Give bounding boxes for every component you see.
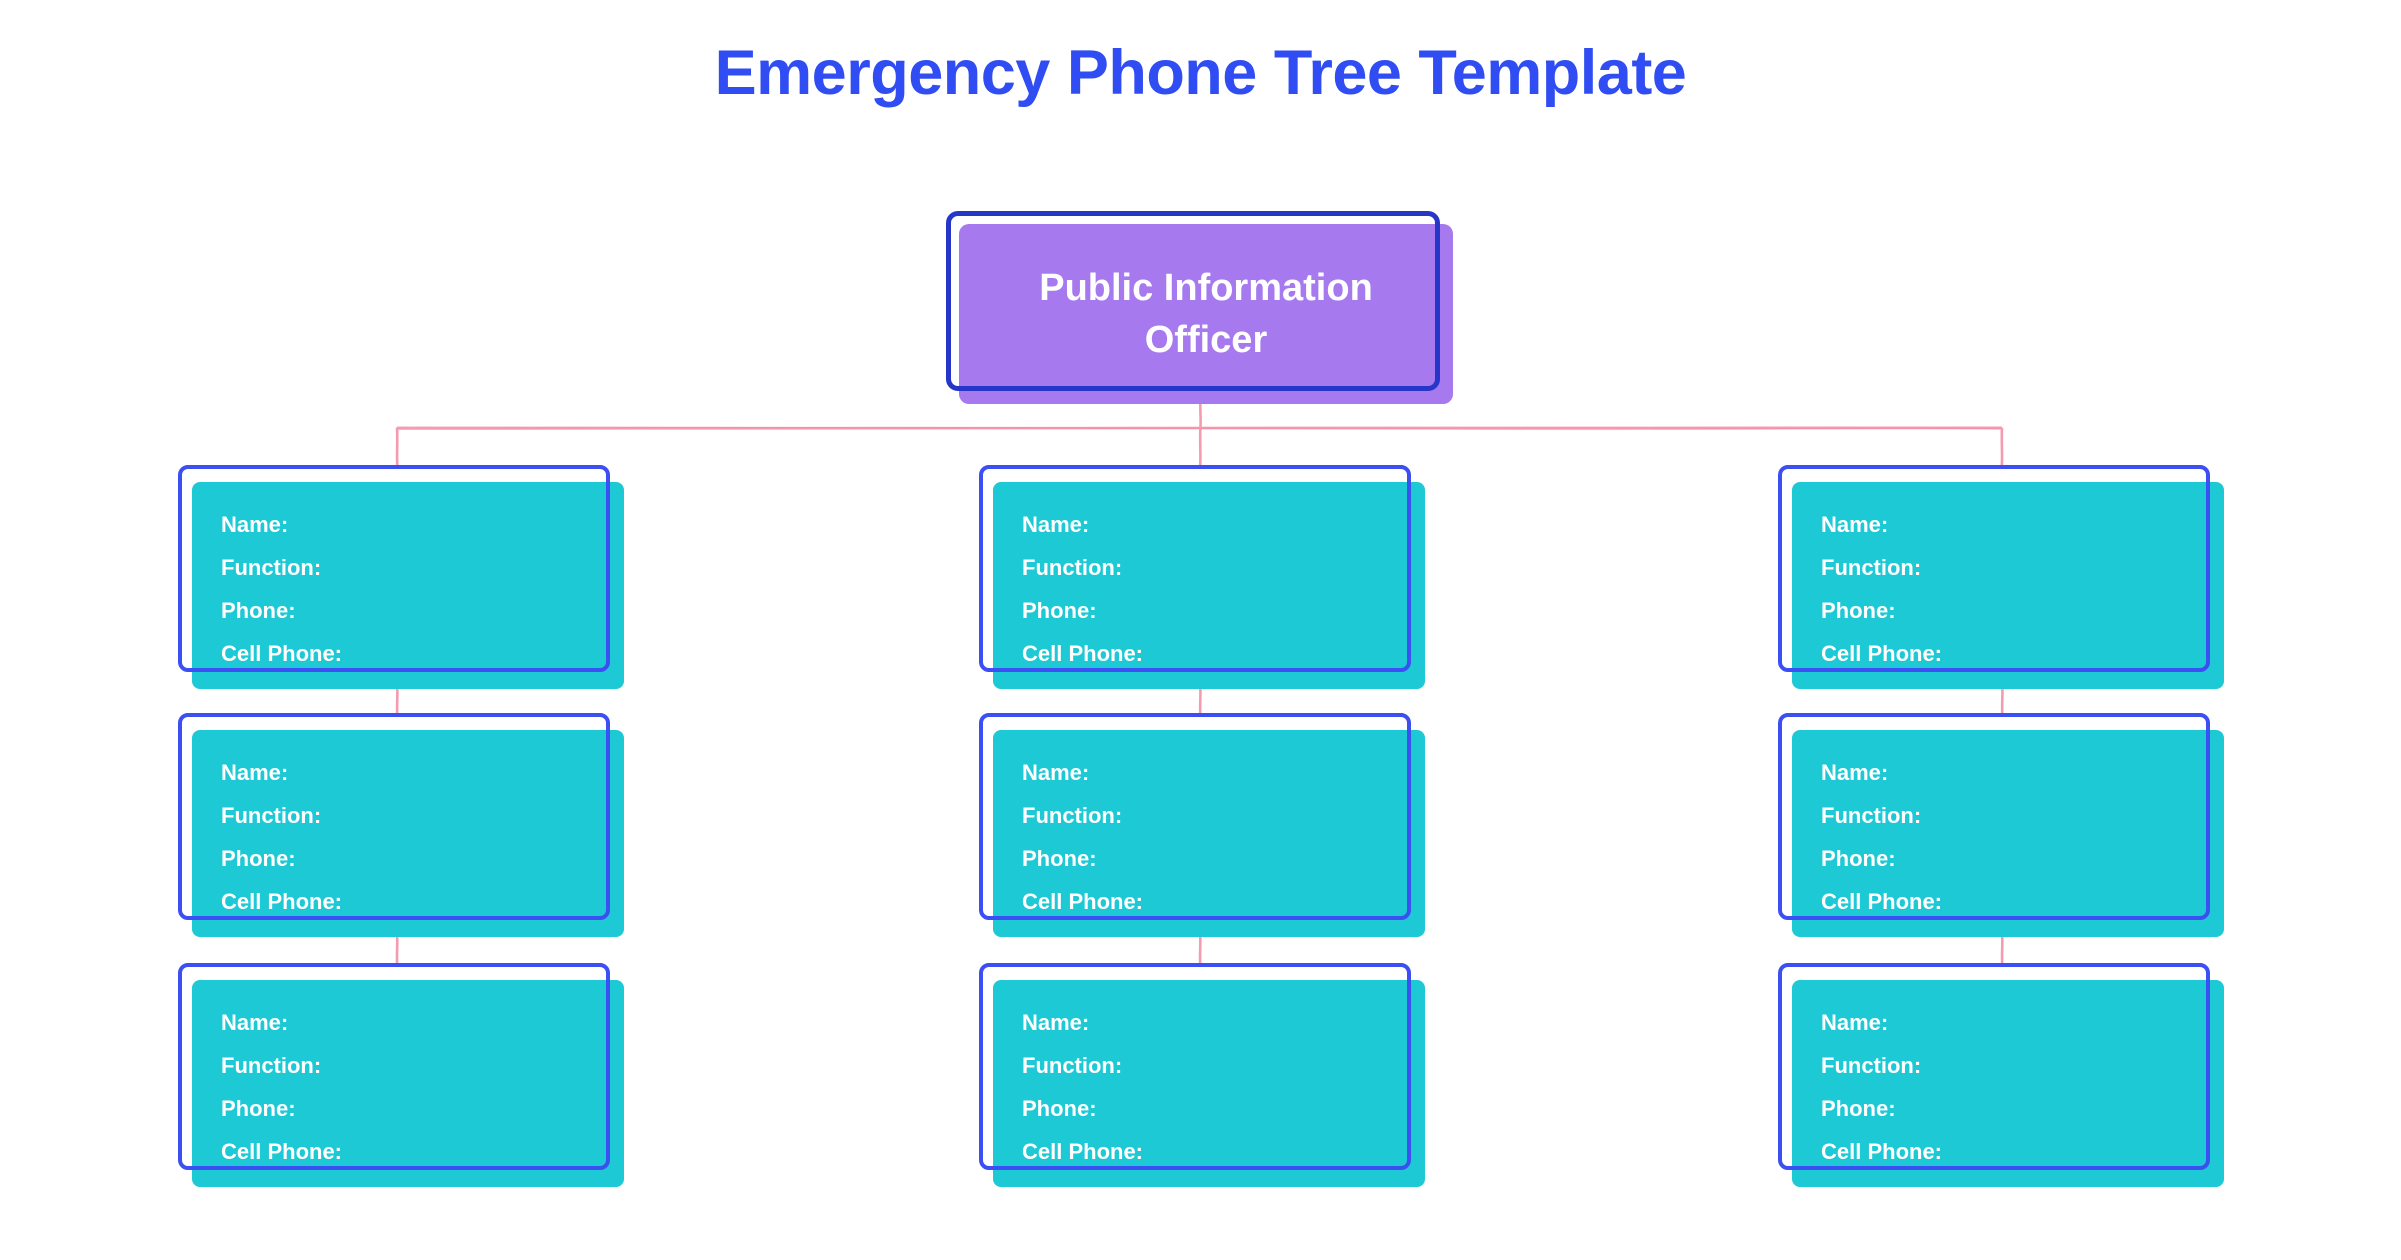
phone-field-label: Phone: <box>1022 1096 1097 1121</box>
name-field-label: Name: <box>1821 512 1889 537</box>
phone-tree-box-body[interactable]: Name: Function: Phone: Cell Phone: <box>1792 980 2224 1187</box>
phone-tree-box-col2-row3[interactable]: Name: Function: Phone: Cell Phone: <box>979 963 1425 1187</box>
name-field-label: Name: <box>1022 760 1090 785</box>
name-field-label: Name: <box>1821 760 1889 785</box>
phone-field-label: Phone: <box>221 1096 296 1121</box>
cell-phone-field-label: Cell Phone: <box>1022 641 1144 666</box>
page-title: Emergency Phone Tree Template <box>714 38 1687 108</box>
phone-tree-box-col3-row1[interactable]: Name: Function: Phone: Cell Phone: <box>1778 465 2224 689</box>
root-node-public-information-officer[interactable]: Public Information Officer <box>946 211 1458 409</box>
cell-phone-field-label: Cell Phone: <box>221 889 343 914</box>
phone-tree-box-body[interactable]: Name: Function: Phone: Cell Phone: <box>993 980 1425 1187</box>
phone-field-label: Phone: <box>1022 846 1097 871</box>
phone-tree-box-col3-row3[interactable]: Name: Function: Phone: Cell Phone: <box>1778 963 2224 1187</box>
phone-tree-box-col2-row2[interactable]: Name: Function: Phone: Cell Phone: <box>979 713 1425 937</box>
function-field-label: Function: <box>221 803 322 828</box>
name-field-label: Name: <box>1022 1010 1090 1035</box>
name-field-label: Name: <box>221 512 289 537</box>
connector-bus-rough <box>396 426 2003 431</box>
phone-tree-box-body[interactable]: Name: Function: Phone: Cell Phone: <box>1792 482 2224 689</box>
name-field-label: Name: <box>1821 1010 1889 1035</box>
cell-phone-field-label: Cell Phone: <box>1022 889 1144 914</box>
function-field-label: Function: <box>221 1053 322 1078</box>
name-field-label: Name: <box>221 760 289 785</box>
function-field-label: Function: <box>1022 1053 1123 1078</box>
phone-tree-box-body[interactable]: Name: Function: Phone: Cell Phone: <box>1792 730 2224 937</box>
phone-tree-box-body[interactable]: Name: Function: Phone: Cell Phone: <box>993 482 1425 689</box>
root-node-label: Public Information Officer <box>1039 267 1373 361</box>
name-field-label: Name: <box>221 1010 289 1035</box>
phone-tree-box-col2-row1[interactable]: Name: Function: Phone: Cell Phone: <box>979 465 1425 689</box>
function-field-label: Function: <box>221 555 322 580</box>
cell-phone-field-label: Cell Phone: <box>1022 1139 1144 1164</box>
phone-tree-box-col1-row2[interactable]: Name: Function: Phone: Cell Phone: <box>178 713 624 937</box>
root-node-body[interactable]: Public Information Officer <box>959 224 1453 404</box>
phone-field-label: Phone: <box>221 598 296 623</box>
phone-field-label: Phone: <box>1821 846 1896 871</box>
function-field-label: Function: <box>1022 803 1123 828</box>
phone-tree-box-body[interactable]: Name: Function: Phone: Cell Phone: <box>192 980 624 1187</box>
cell-phone-field-label: Cell Phone: <box>221 641 343 666</box>
phone-tree-box-col1-row3[interactable]: Name: Function: Phone: Cell Phone: <box>178 963 624 1187</box>
cell-phone-field-label: Cell Phone: <box>1821 889 1943 914</box>
cell-phone-field-label: Cell Phone: <box>1821 1139 1943 1164</box>
function-field-label: Function: <box>1821 555 1922 580</box>
phone-field-label: Phone: <box>221 846 296 871</box>
function-field-label: Function: <box>1821 803 1922 828</box>
phone-tree-box-body[interactable]: Name: Function: Phone: Cell Phone: <box>192 730 624 937</box>
phone-tree-box-col1-row1[interactable]: Name: Function: Phone: Cell Phone: <box>178 465 624 689</box>
phone-field-label: Phone: <box>1821 598 1896 623</box>
cell-phone-field-label: Cell Phone: <box>1821 641 1943 666</box>
phone-tree-box-col3-row2[interactable]: Name: Function: Phone: Cell Phone: <box>1778 713 2224 937</box>
phone-field-label: Phone: <box>1821 1096 1896 1121</box>
function-field-label: Function: <box>1821 1053 1922 1078</box>
phone-tree-box-body[interactable]: Name: Function: Phone: Cell Phone: <box>192 482 624 689</box>
phone-field-label: Phone: <box>1022 598 1097 623</box>
name-field-label: Name: <box>1022 512 1090 537</box>
phone-tree-box-body[interactable]: Name: Function: Phone: Cell Phone: <box>993 730 1425 937</box>
function-field-label: Function: <box>1022 555 1123 580</box>
cell-phone-field-label: Cell Phone: <box>221 1139 343 1164</box>
